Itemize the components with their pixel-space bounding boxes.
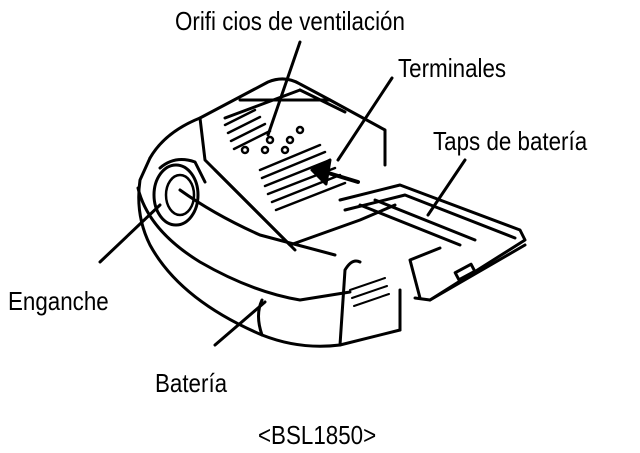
battery-leader	[213, 300, 267, 347]
terminal-slots	[258, 143, 347, 212]
battery-label: Batería	[155, 368, 228, 398]
terminals-leader	[336, 76, 394, 162]
vent-slots	[223, 108, 305, 155]
battery-tabs-tray	[338, 183, 527, 302]
terminals-label: Terminales	[398, 53, 507, 83]
vents-leader	[266, 40, 302, 137]
hook-leader	[98, 203, 162, 264]
top-plate	[198, 88, 397, 252]
hook-label: Enganche	[8, 286, 109, 316]
tabs-leader	[426, 158, 467, 217]
insert-arrow-icon	[310, 158, 360, 186]
hook-latch	[152, 158, 207, 227]
battery-tabs-label: Taps de batería	[433, 126, 588, 156]
model-label: <BSL1850>	[258, 420, 377, 450]
side-grip	[349, 277, 390, 307]
vents-label: Orifi cios de ventilación	[175, 6, 405, 36]
battery-body	[136, 77, 402, 348]
leader-lines	[98, 40, 467, 347]
